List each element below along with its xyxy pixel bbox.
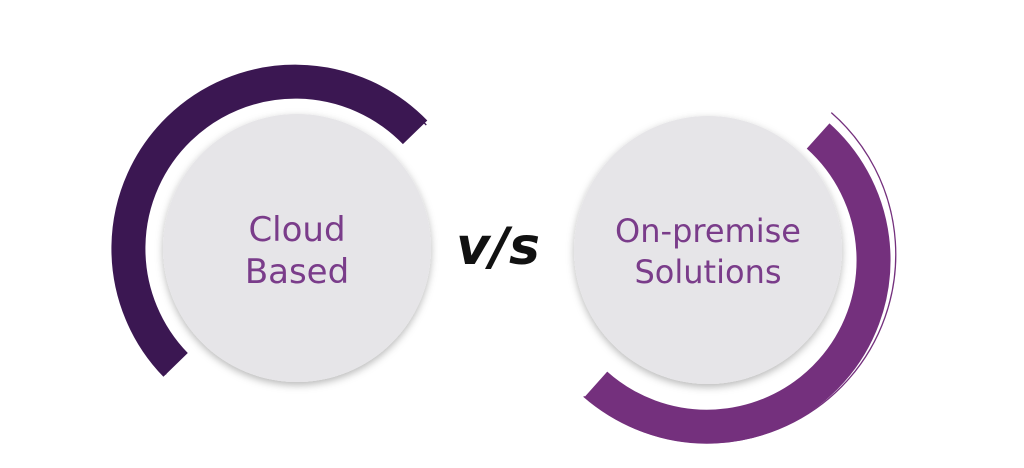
cloud-based-node: Cloud Based <box>111 64 431 382</box>
cloud-inner-circle <box>163 114 431 382</box>
cloud-thick-arc <box>111 64 428 377</box>
on-premise-label-line1: On-premise <box>615 212 801 250</box>
on-premise-label-line2: Solutions <box>634 253 781 291</box>
on-premise-node: On-premise Solutions <box>574 112 897 444</box>
cloud-label-line1: Cloud <box>248 210 345 250</box>
on-premise-thick-arc <box>584 123 891 444</box>
cloud-label-line2: Based <box>245 252 349 292</box>
on-premise-inner-circle <box>574 116 842 384</box>
versus-label: v/s <box>456 217 540 277</box>
